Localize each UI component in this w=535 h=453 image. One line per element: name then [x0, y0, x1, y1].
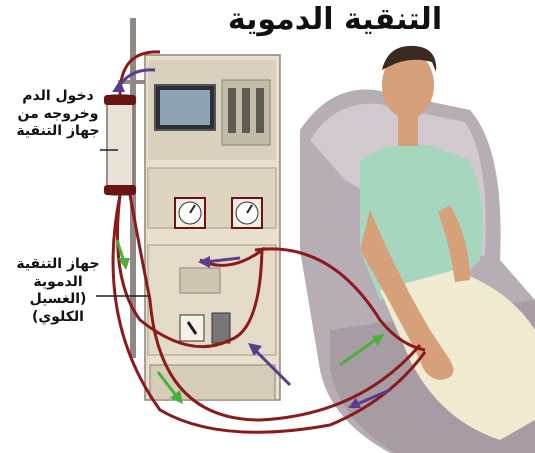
blood-flow-label-line: جهاز التنقية [6, 123, 110, 141]
diagram-title: التنقية الدموية [150, 2, 520, 37]
blood-flow-label-line: وخروجه من [6, 106, 110, 124]
machine-label: جهاز التنقية الدموية (الغسيل الكلوي) [2, 256, 114, 326]
blood-flow-label-line: دخول الدم [6, 88, 110, 106]
pressure-gauge-icon [175, 198, 205, 228]
pressure-gauge-icon [232, 198, 262, 228]
blood-flow-label: دخول الدم وخروجه من جهاز التنقية [6, 88, 110, 141]
machine-label-line: الكلوي) [2, 309, 114, 327]
machine-label-line: (الغسيل [2, 291, 114, 309]
machine-label-line: الدموية [2, 274, 114, 292]
machine-label-line: جهاز التنقية [2, 256, 114, 274]
